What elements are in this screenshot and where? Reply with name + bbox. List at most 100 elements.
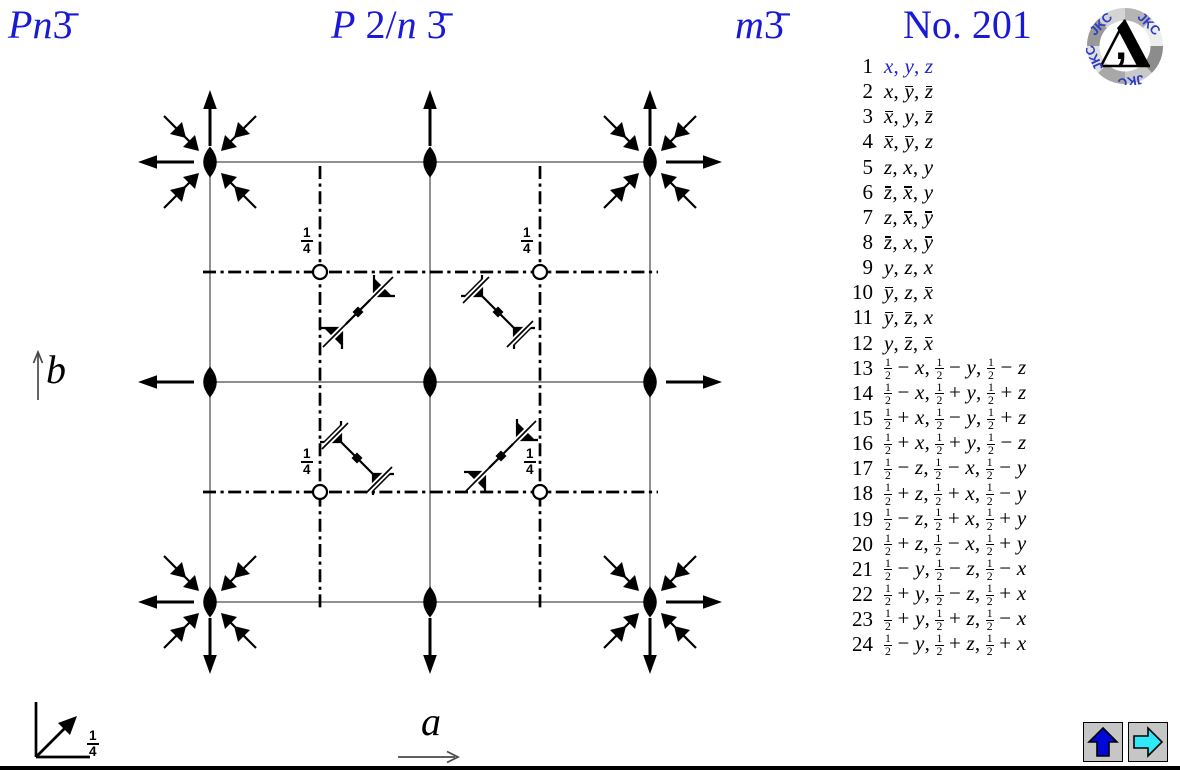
nav-up-button[interactable] [1083, 722, 1123, 762]
nav-next-button[interactable] [1128, 722, 1168, 762]
position-number: 19 [852, 506, 873, 531]
position-number: 20 [852, 531, 873, 556]
position-number: 24 [852, 632, 873, 657]
position-row: 3 x, y, z [841, 104, 1026, 129]
position-number: 13 [852, 355, 873, 380]
position-number: 7 [862, 204, 874, 229]
space-group-diagram [32, 88, 724, 764]
position-coordinates: z, x, y [884, 230, 934, 255]
position-coordinates: z, x, y [884, 204, 934, 229]
position-number: 16 [852, 431, 873, 456]
position-number: 3 [862, 104, 874, 129]
center-twofold-symbol [423, 366, 437, 398]
navigation-buttons [1083, 722, 1168, 762]
position-row: 8 z, x, y [841, 230, 1026, 255]
position-coordinates: y, z, x [884, 255, 934, 280]
position-row: 11 y, z, x [841, 305, 1026, 330]
position-row: 7 z, x, y [841, 205, 1026, 230]
position-coordinates: z, x, y [884, 179, 934, 204]
b-axis-label: b [46, 347, 66, 392]
position-row: 2 x, y, z [841, 79, 1026, 104]
space-group-full-symbol: P 2/n 3̄ [331, 2, 447, 47]
position-number: 2 [862, 79, 874, 104]
position-row: 1 x, y, z [841, 54, 1026, 79]
position-coordinates: z, x, y [884, 154, 934, 179]
position-number: 9 [862, 255, 874, 280]
n-glide-lines [203, 166, 658, 608]
position-row: 5 z, x, y [841, 155, 1026, 180]
position-row: 6 z, x, y [841, 180, 1026, 205]
position-number: 4 [862, 129, 874, 154]
position-number: 14 [852, 380, 873, 405]
logo-ring [1087, 8, 1163, 84]
point-group-symbol: m3̄ [735, 2, 784, 47]
inversion-center-circles [311, 263, 549, 501]
position-number: 8 [862, 230, 874, 255]
jkc-logo[interactable]: , JKC JKC JKC JKC [1086, 7, 1164, 85]
position-number: 11 [852, 305, 873, 330]
position-number: 15 [852, 406, 873, 431]
position-number: 23 [852, 607, 873, 632]
position-row: 10 y, z, x [841, 280, 1026, 305]
page-bottom-rule [0, 766, 1180, 770]
space-group-number: No. 201 [903, 2, 1032, 47]
logo-comma: , [1115, 20, 1127, 69]
position-coordinates: x, y, z [884, 104, 934, 129]
position-coordinates[interactable]: x, y, z [884, 54, 934, 79]
up-arrow-icon [1087, 726, 1119, 757]
position-coordinates: y, z, x [884, 280, 934, 305]
a-axis-label: a [421, 699, 441, 744]
position-number: 5 [862, 154, 874, 179]
general-positions-list: 1 x, y, z 2 x, y, z 3 x, y, z 4 x, y, z 5 z, x, y… [841, 54, 1027, 659]
threefold-inversion-motifs [320, 275, 538, 495]
logo-eye-mark: , [1099, 19, 1150, 69]
space-group-short-symbol: Pn3̄ [8, 2, 73, 47]
position-number: 21 [852, 556, 873, 581]
a-axis-arrow [398, 750, 460, 764]
position-coordinates: x, y, z [884, 129, 934, 154]
position-coordinates: x, y, z [884, 79, 934, 104]
right-arrow-icon [1133, 726, 1164, 758]
position-number: 12 [852, 330, 873, 355]
position-number: 6 [862, 179, 874, 204]
position-coordinates: y, z, x [884, 305, 934, 330]
position-number: 1 [862, 54, 874, 79]
position-number: 18 [852, 481, 873, 506]
position-row: 9 y, z, x [841, 255, 1026, 280]
b-axis-arrow [32, 349, 44, 400]
position-number: 10 [852, 280, 873, 305]
position-number: 22 [852, 582, 873, 607]
position-row: 4 x, y, z [841, 129, 1026, 154]
position-number: 17 [852, 456, 873, 481]
